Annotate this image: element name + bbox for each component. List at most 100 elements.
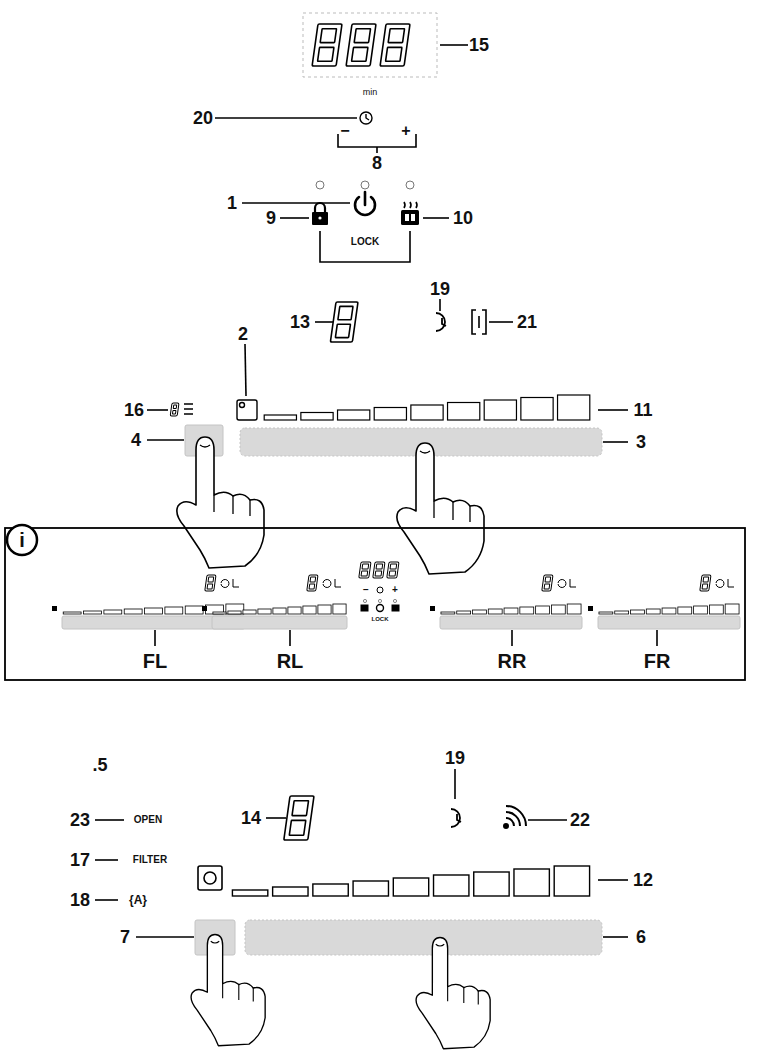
info-symbol: i: [19, 530, 25, 550]
timer-display: [386, 47, 402, 61]
leader-lines: [215, 117, 357, 119]
bridge-symbol: [472, 310, 486, 334]
timer-symbol: [451, 809, 461, 827]
leader-lines: [315, 321, 333, 323]
info-box: [208, 577, 214, 582]
power-level-display: [284, 796, 314, 840]
timer-display: [388, 29, 404, 43]
leader-lines: [603, 441, 628, 443]
timer-display: [380, 24, 410, 66]
slider-marks: [434, 875, 469, 896]
leader-lines: [598, 409, 628, 411]
info-box: [393, 599, 396, 602]
info-box: [258, 609, 271, 614]
info-box: [615, 611, 629, 614]
info-box: [702, 584, 708, 589]
info-box: [544, 584, 550, 589]
info-box: [599, 612, 613, 614]
leader-lines: [155, 630, 657, 646]
callout-number: 11: [633, 401, 652, 419]
timer-symbol: [451, 809, 460, 827]
function-icon: [170, 403, 193, 416]
power-level-display: [330, 302, 358, 342]
lock-symbol: [312, 203, 328, 225]
info-box: [716, 579, 734, 588]
info-box: [375, 571, 382, 576]
pointing-hand: [177, 437, 264, 568]
power-level-display: [338, 306, 353, 319]
info-box: [631, 610, 645, 614]
control-sign: −: [363, 585, 369, 595]
info-box: [390, 564, 397, 569]
function-text: FILTER: [133, 855, 167, 865]
info-box: [725, 604, 739, 614]
info-box: [473, 610, 487, 614]
info-box: [662, 608, 676, 614]
slider-marks: [232, 890, 267, 896]
slider-marks: [474, 872, 509, 896]
callout-number: 20: [193, 109, 213, 127]
leader-lines: [423, 217, 449, 219]
info-box: [392, 605, 399, 611]
callout-number: 13: [290, 313, 310, 331]
power-symbol: [364, 192, 367, 205]
callout-number: 19: [445, 749, 465, 767]
info-box: [145, 608, 163, 614]
slider-marks: [448, 403, 480, 421]
info-box: [678, 607, 692, 614]
info-box: [5, 528, 745, 680]
info-box: [303, 606, 316, 614]
callout-number: 16: [124, 401, 144, 419]
slider-marks: [411, 405, 443, 420]
leader-lines: [95, 859, 118, 861]
info-box: [52, 575, 740, 629]
timer-symbol: [366, 114, 369, 120]
callout-number: 7: [120, 928, 130, 946]
info-box: [700, 575, 711, 591]
info-box: [567, 604, 581, 614]
slider-marks: [521, 398, 553, 421]
leader-lines: [136, 936, 194, 938]
slider-marks: [554, 866, 589, 896]
info-box: [377, 587, 383, 593]
slider-band: [245, 920, 602, 955]
info-box: [63, 612, 81, 614]
callout-number: 21: [517, 313, 537, 331]
keep-warm-symbol: [411, 214, 415, 221]
slider-marks: [301, 413, 333, 421]
zone-icon: [237, 400, 257, 420]
slider-marks: [484, 400, 516, 420]
function-icon: [170, 403, 179, 416]
info-box: [378, 599, 381, 602]
info-box: [373, 562, 385, 578]
timer-display: [312, 24, 410, 66]
power-level-display: [330, 302, 358, 342]
info-box: [84, 611, 102, 614]
leader-lines: [603, 936, 628, 938]
function-text: OPEN: [134, 815, 162, 825]
timer-display: [303, 13, 437, 77]
info-box: [205, 575, 216, 591]
info-box: [430, 606, 435, 611]
callout-number: 8: [372, 154, 382, 172]
power-level-display: [330, 302, 358, 342]
callout-number: 3: [636, 433, 646, 451]
info-box: [709, 605, 723, 614]
info-box: [213, 612, 226, 614]
info-box: [545, 577, 551, 582]
info-box: [359, 562, 371, 578]
info-box: [542, 575, 553, 591]
callout-number: 18: [70, 891, 90, 909]
callout-number: 6: [636, 928, 646, 946]
keep-warm-symbol: [404, 202, 417, 208]
indicator-lights: [361, 181, 369, 189]
function-icon: [170, 403, 179, 416]
timer-display: [318, 47, 334, 61]
slider-marks: [514, 869, 549, 896]
info-box: [205, 575, 216, 591]
info-box: [307, 575, 318, 591]
info-box: [387, 562, 399, 578]
control-sign: +: [392, 585, 398, 595]
connectivity-symbol: [504, 806, 526, 828]
indicator-lights: [316, 181, 414, 189]
